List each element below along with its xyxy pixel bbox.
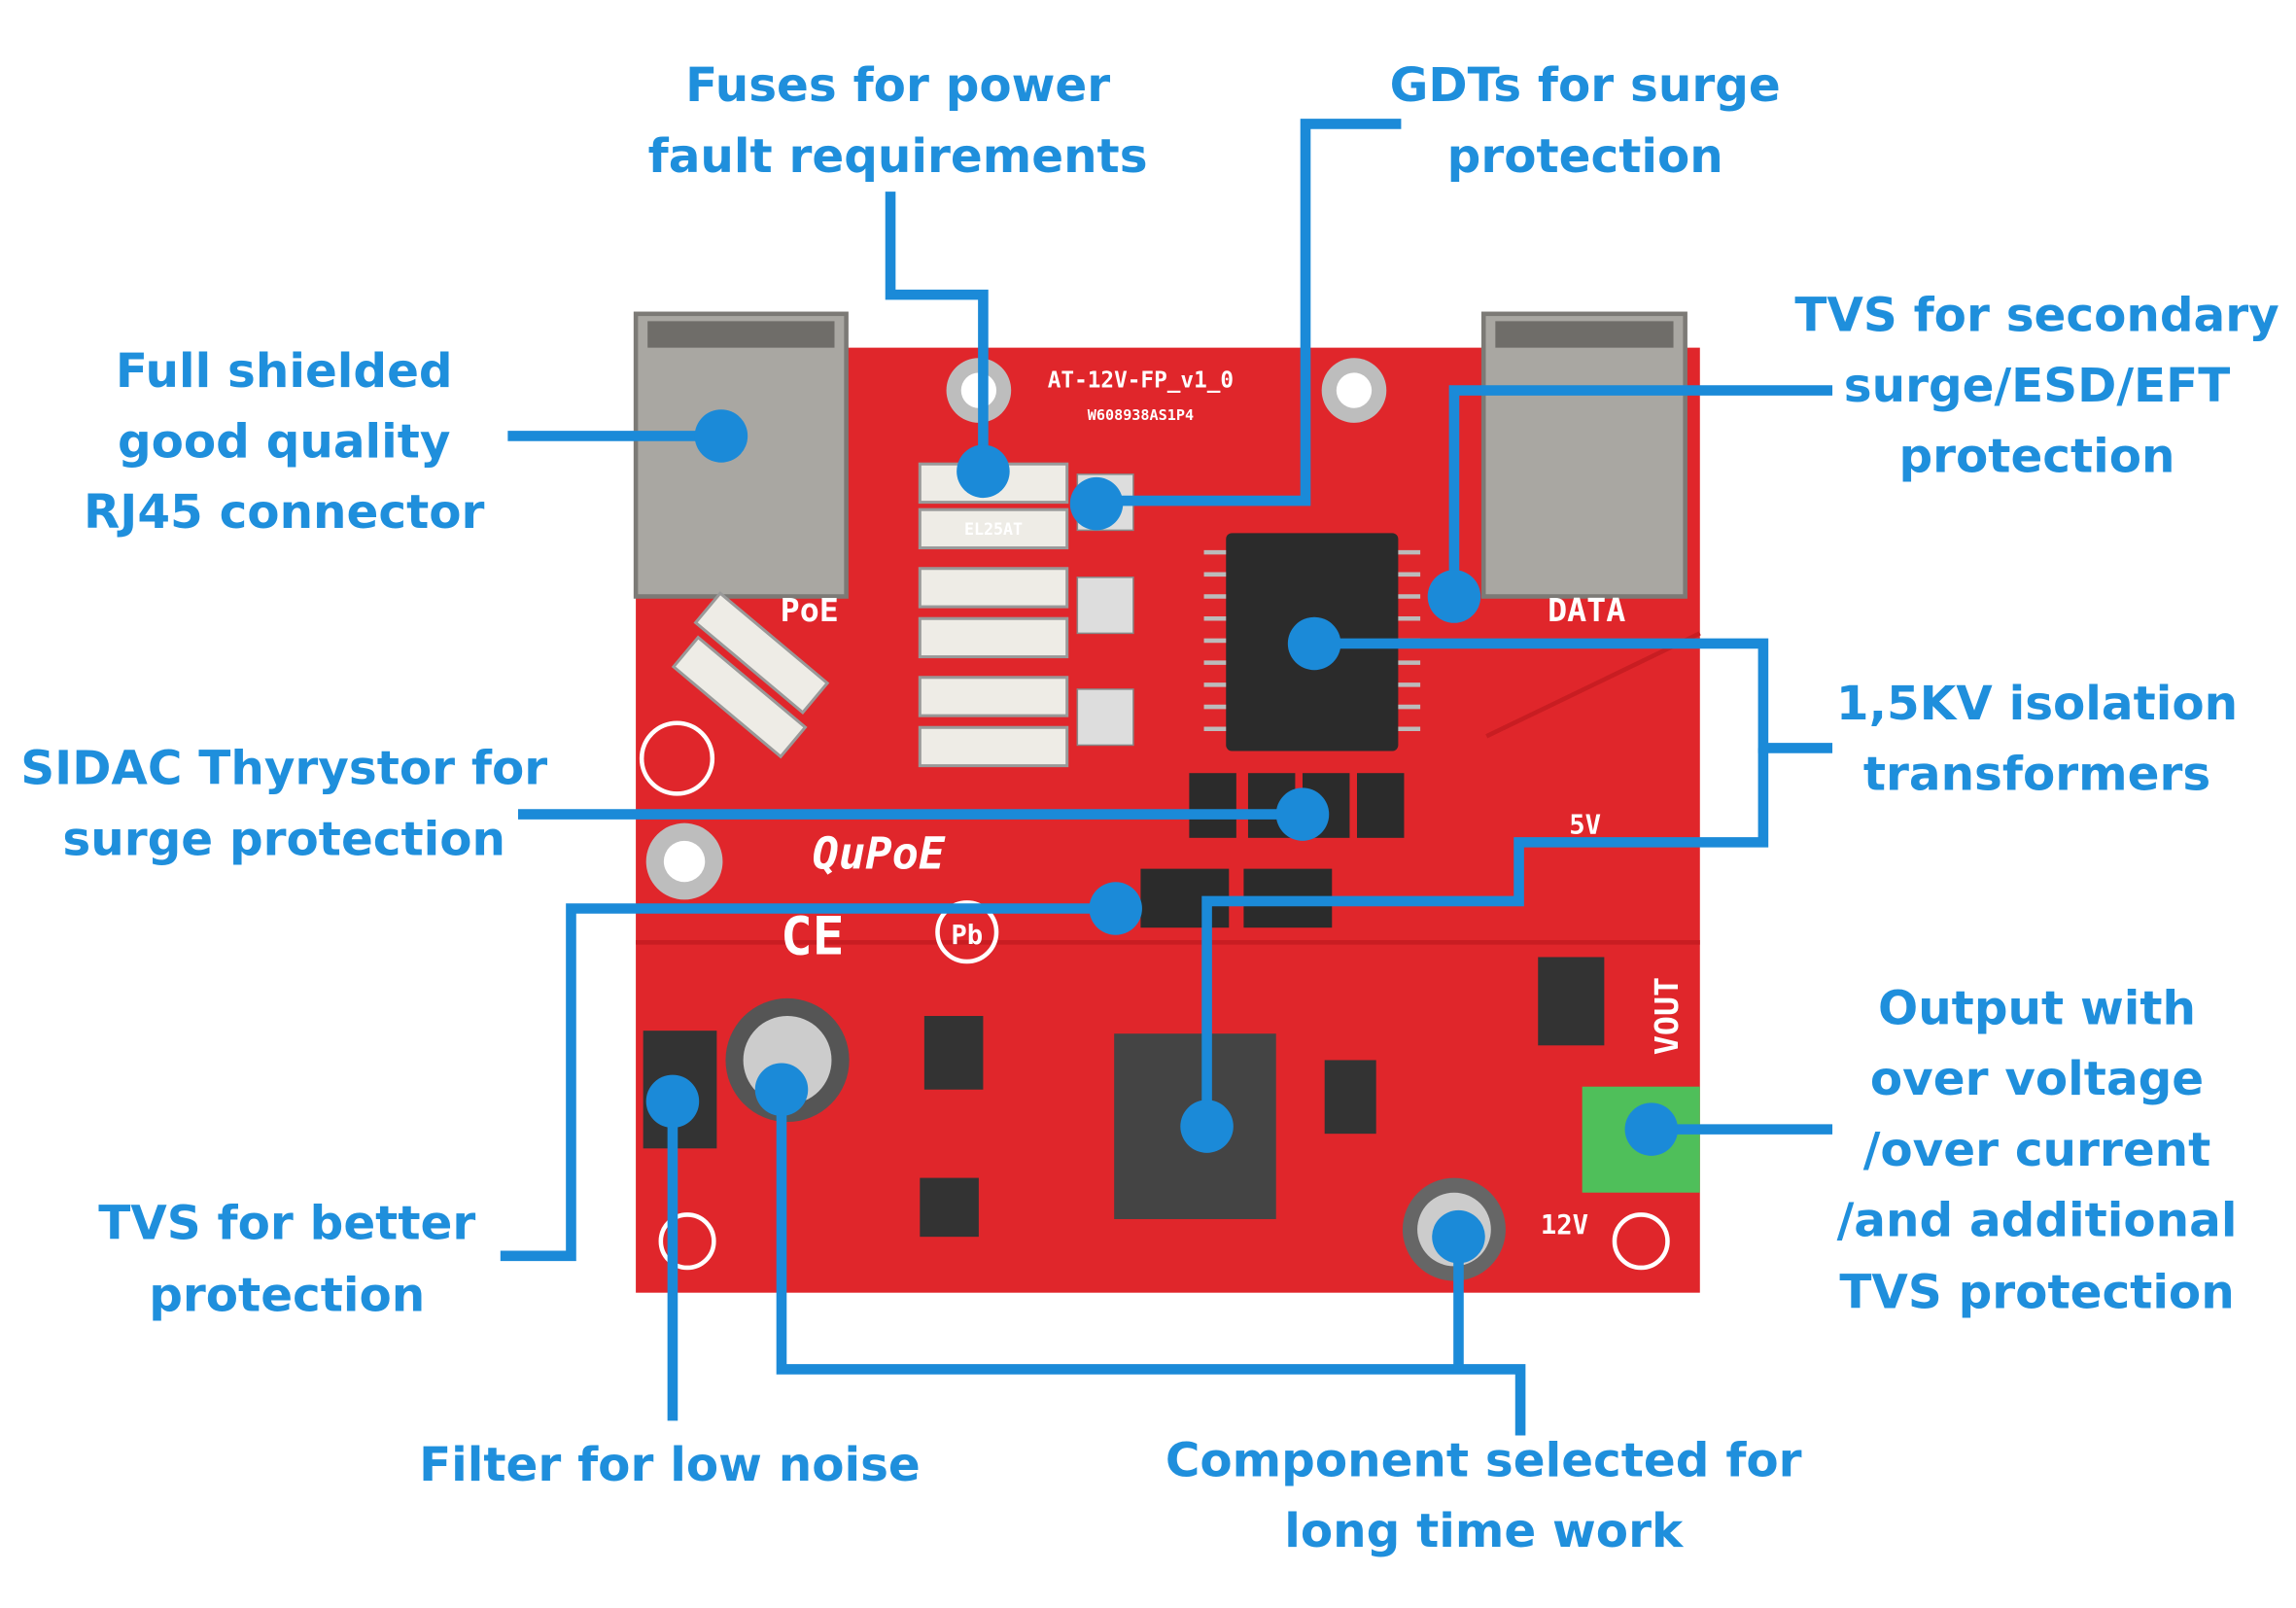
label-tvs-secondary: TVS for secondary surge/ESD/EFT protecti…	[1794, 288, 2279, 483]
pcb-vout-text: VOUT	[1648, 977, 1686, 1055]
pcb-brand-logo: QuPoE	[813, 828, 946, 880]
label-line: /and additional	[1837, 1194, 2238, 1248]
pb-free-mark: Pb	[951, 921, 983, 951]
label-line: SIDAC Thyrystor for	[20, 742, 547, 796]
pcb-data-text: DATA	[1548, 591, 1625, 629]
label-line: Output with	[1878, 981, 2196, 1035]
pcb-12v-text: 12V	[1541, 1210, 1588, 1241]
label-line: protection	[1447, 129, 1723, 184]
label-line: TVS for better	[98, 1197, 475, 1251]
label-line: fault requirements	[648, 129, 1148, 184]
label-line: Filter for low noise	[419, 1438, 921, 1492]
label-gdts: GDTs for surge protection	[1390, 58, 1781, 184]
ce-mark: CE	[781, 904, 845, 966]
label-line: Full shielded	[116, 344, 453, 399]
label-line: 1,5KV isolation	[1836, 677, 2238, 731]
label-tvs-better: TVS for better protection	[98, 1197, 475, 1323]
ground-symbol-icon	[639, 720, 715, 796]
label-line: protection	[149, 1269, 425, 1323]
fuse-marking: EL25AT	[964, 520, 1023, 539]
pcb-serial-text: W608938AS1P4	[1088, 406, 1194, 424]
label-line: protection	[1898, 430, 2174, 484]
label-line: Component selected for	[1165, 1433, 1802, 1487]
label-line: over voltage	[1870, 1052, 2204, 1106]
label-rj45: Full shielded good quality RJ45 connecto…	[84, 344, 485, 540]
pcb-model-text: AT-12V-FP_v1_0	[1048, 368, 1234, 394]
label-component: Component selected for long time work	[1165, 1433, 1802, 1558]
leader-lines	[500, 119, 1833, 1436]
label-line: long time work	[1284, 1504, 1685, 1558]
pcb-board: EL25AT AT-12V-FP_v1_0 W608938AS1P4 PoE	[633, 311, 1701, 1293]
rj45-connector-data	[1480, 311, 1687, 599]
label-fuses: Fuses for power fault requirements	[648, 58, 1148, 184]
label-line: Fuses for power	[685, 58, 1110, 113]
label-line: surge/ESD/EFT	[1844, 359, 2231, 413]
pcb-5v-text: 5V	[1569, 810, 1601, 840]
label-line: /over current	[1863, 1123, 2211, 1177]
label-isolation: 1,5KV isolation transformers	[1836, 677, 2238, 802]
label-line: TVS protection	[1839, 1266, 2234, 1320]
label-filter: Filter for low noise	[419, 1438, 921, 1492]
label-line: good quality	[118, 415, 451, 470]
label-line: GDTs for surge	[1390, 58, 1781, 113]
label-line: transformers	[1863, 748, 2210, 802]
label-line: RJ45 connector	[84, 485, 485, 540]
label-line: surge protection	[62, 812, 505, 866]
pcb-poe-text: PoE	[781, 591, 839, 629]
label-sidac: SIDAC Thyrystor for surge protection	[20, 742, 547, 867]
label-output: Output with over voltage /over current /…	[1837, 981, 2238, 1319]
callout-dots	[645, 409, 1679, 1264]
label-line: TVS for secondary	[1794, 288, 2279, 342]
rj45-connector-poe	[633, 311, 849, 599]
